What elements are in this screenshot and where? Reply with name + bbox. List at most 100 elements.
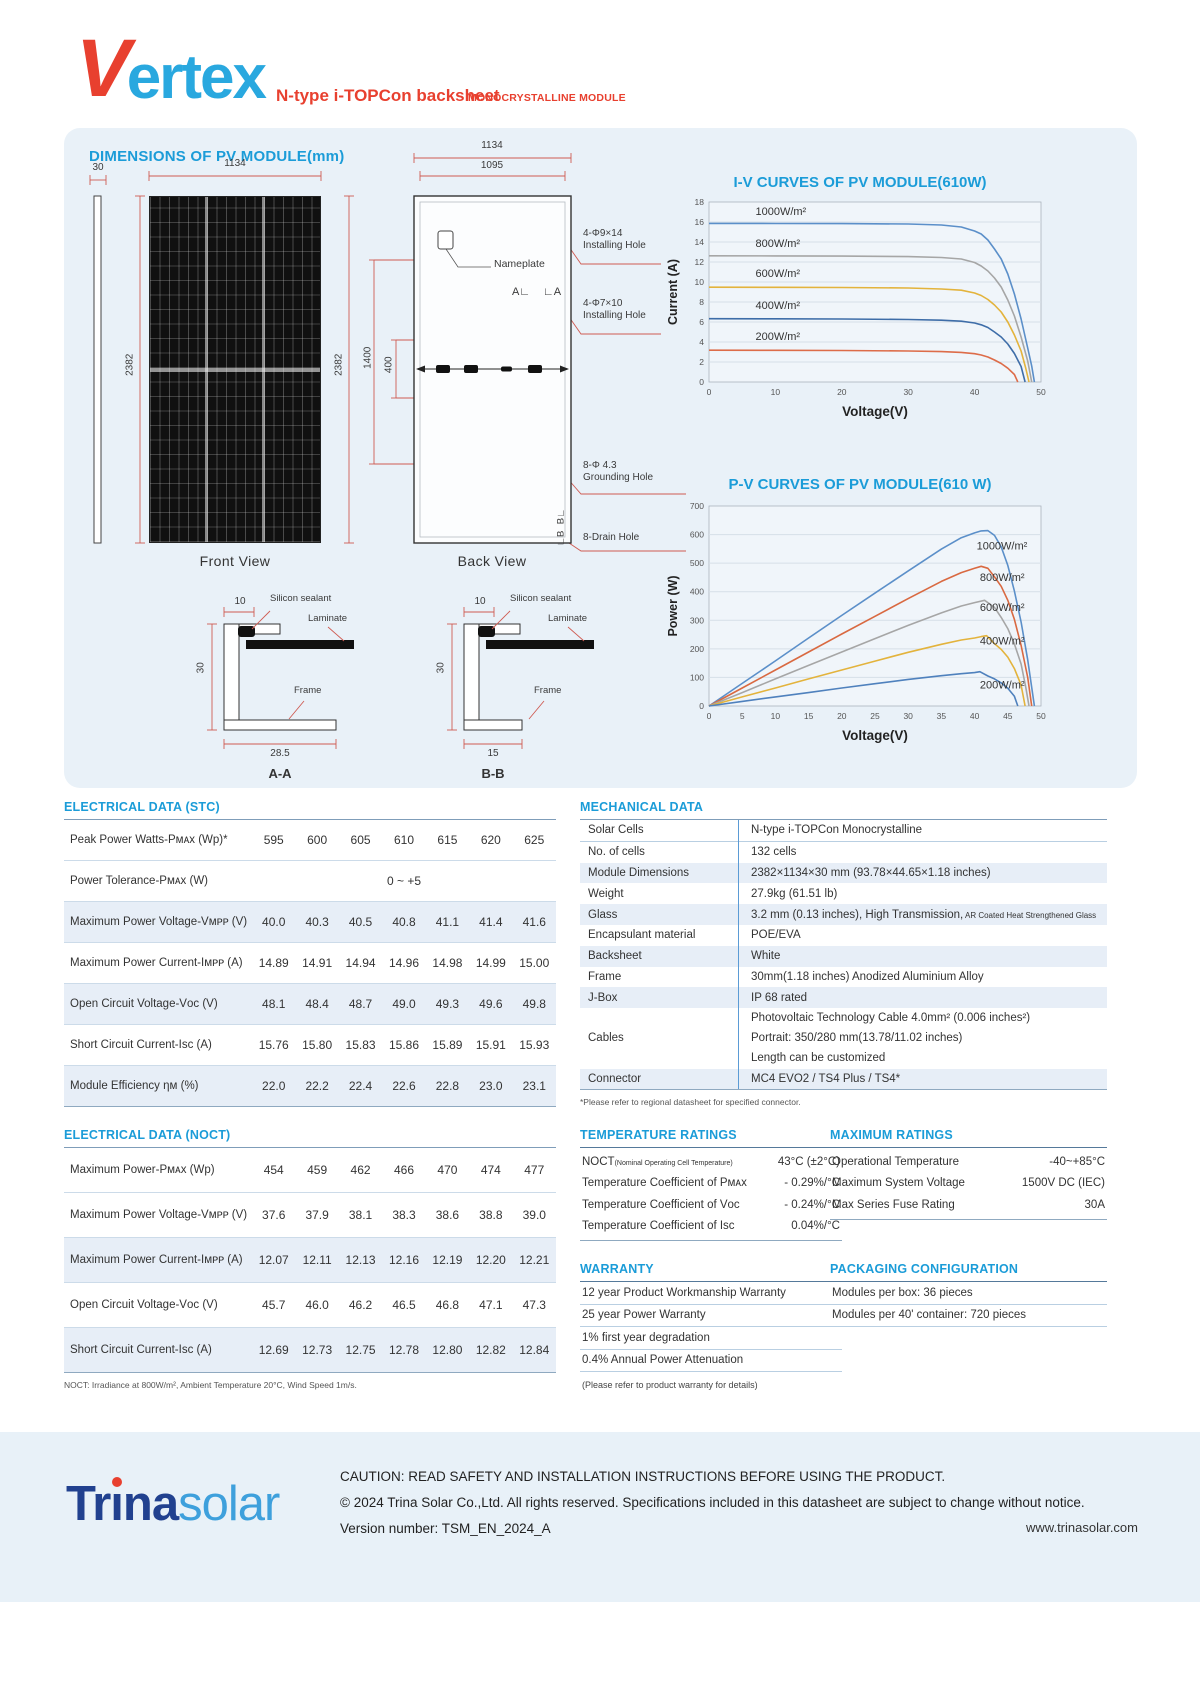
x-tick-label: 0 <box>707 711 712 721</box>
row-value: 12.75 <box>345 1343 376 1357</box>
row-value: 38.8 <box>479 1208 503 1222</box>
row-value: 477 <box>524 1163 545 1177</box>
row-value: 39.0 <box>522 1208 546 1222</box>
row-value: 466 <box>393 1163 414 1177</box>
section-b-top-dim: 10 <box>474 596 486 607</box>
series-label: 800W/m² <box>755 238 800 250</box>
row-label: Open Circuit Voltage-Vᴏᴄ (V) <box>70 1299 218 1311</box>
row-value: 41.1 <box>435 915 460 929</box>
x-tick-label: 25 <box>870 711 880 721</box>
y-tick-label: 12 <box>695 257 705 267</box>
footer-text-block: CAUTION: READ SAFETY AND INSTALLATION IN… <box>340 1464 1085 1542</box>
dim-front-height: 2382 <box>124 353 136 376</box>
row-value: 14.98 <box>432 956 463 970</box>
value-line: 27.9kg (61.51 lb) <box>751 887 838 900</box>
row-value: 41.4 <box>479 915 503 929</box>
x-tick-label: 10 <box>771 711 781 721</box>
row-value: 37.6 <box>262 1208 286 1222</box>
packaging-heading: PACKAGING CONFIGURATION <box>830 1262 1107 1282</box>
row-label: Operational Temperature <box>832 1155 959 1168</box>
grounding-hole-size: 8-Φ 4.3 <box>583 460 617 471</box>
y-axis-label: Power (W) <box>666 575 680 636</box>
row-value: 48.1 <box>262 997 286 1011</box>
series-label: 200W/m² <box>980 679 1025 691</box>
row-value: 132 cells <box>738 842 1107 862</box>
row-value: 46.0 <box>305 1298 329 1312</box>
section-a-left-dim: 30 <box>195 662 207 674</box>
row-value: 12.20 <box>475 1253 506 1267</box>
value-line: Photovoltaic Technology Cable 4.0mm² (0.… <box>751 1012 1031 1025</box>
row-value: 470 <box>437 1163 458 1177</box>
dim-back-inner-width: 1095 <box>480 160 504 171</box>
row-value: Photovoltaic Technology Cable 4.0mm² (0.… <box>738 1008 1107 1068</box>
dim-back-height: 2382 <box>333 353 345 376</box>
row-value: 23.1 <box>522 1079 546 1093</box>
row-value: 14.91 <box>302 956 333 970</box>
row-label: Glass <box>588 908 618 921</box>
table-row: Operational Temperature-40~+85°C <box>830 1151 1107 1173</box>
section-a-frame-label: Frame <box>294 685 322 696</box>
y-tick-label: 2 <box>699 357 704 367</box>
vertex-logo-v: V <box>76 23 131 114</box>
row-label: Maximum System Voltage <box>832 1177 965 1190</box>
logo-trina-part1: Tr <box>66 1477 111 1531</box>
value-line: IP 68 rated <box>751 991 808 1004</box>
version-text: Version number: TSM_EN_2024_A <box>340 1521 551 1536</box>
row-value: 22.6 <box>392 1079 416 1093</box>
row-value: 0 ~ +5 <box>386 874 422 888</box>
value-line: Length can be customized <box>751 1052 886 1065</box>
front-view-module-drawing <box>149 196 321 543</box>
installing-hole-2-label: Installing Hole <box>583 310 646 321</box>
table-row: Temperature Coefficient of Vᴏᴄ- 0.24%/°C <box>580 1194 842 1216</box>
row-value: 46.8 <box>435 1298 460 1312</box>
section-a-bottom-dim: 28.5 <box>270 748 290 759</box>
row-value: 43°C (±2°C) <box>777 1155 840 1168</box>
section-a-sealant-label: Silicon sealant <box>270 593 332 604</box>
logo-red-dot <box>111 1477 122 1487</box>
row-value: 15.76 <box>258 1038 289 1052</box>
temperature-heading: TEMPERATURE RATINGS <box>580 1128 842 1148</box>
series-label: 600W/m² <box>755 268 800 280</box>
series-curve <box>708 255 1033 383</box>
row-value: 30mm(1.18 inches) Anodized Aluminium All… <box>738 967 1107 987</box>
temperature-ratings-section: TEMPERATURE RATINGS NOCT(Nominal Operati… <box>580 1128 842 1241</box>
row-value: 625 <box>524 833 545 847</box>
x-tick-label: 50 <box>1036 387 1046 397</box>
x-tick-label: 40 <box>970 387 980 397</box>
series-curve <box>708 670 1019 707</box>
row-value: 22.8 <box>435 1079 460 1093</box>
row-value: 12.19 <box>432 1253 463 1267</box>
row-value: 12.13 <box>345 1253 376 1267</box>
section-a-name: A-A <box>268 766 292 781</box>
y-tick-label: 0 <box>699 701 704 711</box>
row-value: 462 <box>350 1163 371 1177</box>
website-link[interactable]: www.trinasolar.com <box>1026 1520 1138 1535</box>
row-value: 37.9 <box>305 1208 329 1222</box>
y-tick-label: 500 <box>690 558 704 568</box>
row-value: 14.96 <box>388 956 419 970</box>
row-value: 40.8 <box>392 915 416 929</box>
back-view-label: Back View <box>457 553 527 569</box>
value-line: N-type i-TOPCon Monocrystalline <box>751 824 923 837</box>
row-value: 40.5 <box>348 915 373 929</box>
section-b-sealant-label: Silicon sealant <box>510 593 572 604</box>
value-line: Portrait: 350/280 mm(13.78/11.02 inches) <box>751 1032 963 1045</box>
series-label: 1000W/m² <box>977 540 1028 552</box>
row-value: 15.89 <box>432 1038 463 1052</box>
row-value: 48.4 <box>305 997 329 1011</box>
section-mark-b-2: ∟B <box>555 530 567 547</box>
